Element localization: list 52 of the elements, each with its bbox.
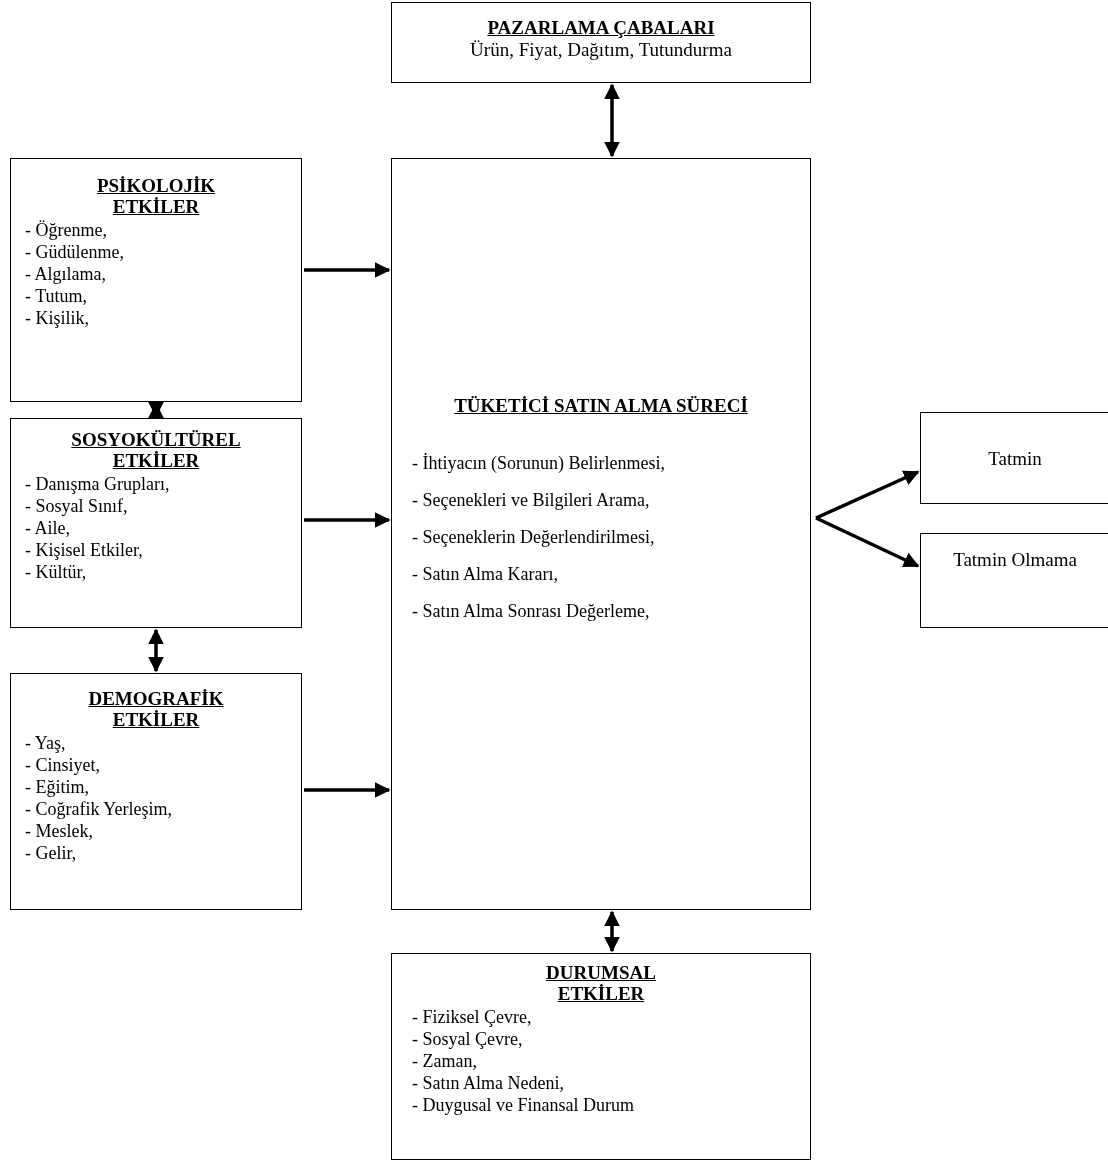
list-item: - Tutum,	[24, 285, 88, 307]
list-item: - Satın Alma Kararı,	[411, 563, 558, 585]
list-item: - Zaman,	[411, 1050, 477, 1072]
list-item: - Algılama,	[24, 263, 106, 285]
factor-box	[391, 2, 811, 83]
arrow	[148, 628, 164, 673]
process-box	[391, 158, 811, 910]
list-item: - Seçeneklerin Değerlendirilmesi,	[411, 526, 655, 548]
list-item: - Kişisel Etkiler,	[24, 539, 143, 561]
list-item: - Güdülenme,	[24, 241, 124, 263]
list-item: - Fiziksel Çevre,	[411, 1006, 532, 1028]
box-heading: TÜKETİCİ SATIN ALMA SÜRECİ	[454, 395, 748, 416]
list-item: - Sosyal Sınıf,	[24, 495, 128, 517]
outcome-label: Tatmin Olmama	[952, 548, 1078, 572]
arrow	[815, 516, 920, 568]
list-item: - Kişilik,	[24, 307, 89, 329]
list-item: - Satın Alma Sonrası Değerleme,	[411, 600, 650, 622]
outcome-box	[920, 533, 1108, 628]
list-item: - Aile,	[24, 517, 70, 539]
box-heading: PSİKOLOJİK ETKİLER	[95, 175, 217, 217]
arrow	[304, 512, 391, 528]
list-item: - Eğitim,	[24, 776, 89, 798]
box-heading: PAZARLAMA ÇABALARI	[487, 17, 715, 38]
list-item: - Yaş,	[24, 732, 66, 754]
list-item: - Cinsiyet,	[24, 754, 100, 776]
box-heading: DURUMSAL ETKİLER	[545, 962, 657, 1004]
list-item: - Seçenekleri ve Bilgileri Arama,	[411, 489, 650, 511]
box-subtitle: Ürün, Fiyat, Dağıtım, Tutundurma	[469, 38, 733, 62]
arrow	[604, 910, 620, 953]
box-heading: SOSYOKÜLTÜREL ETKİLER	[70, 429, 242, 471]
arrow	[148, 401, 164, 419]
list-item: - İhtiyacın (Sorunun) Belirlenmesi,	[411, 452, 665, 474]
arrow	[304, 782, 391, 798]
factor-box	[10, 673, 302, 910]
list-item: - Gelir,	[24, 842, 77, 864]
list-item: - Coğrafik Yerleşim,	[24, 798, 172, 820]
factor-box	[10, 158, 302, 402]
outcome-box	[920, 412, 1108, 504]
box-heading: DEMOGRAFİK ETKİLER	[87, 688, 225, 730]
list-item: - Sosyal Çevre,	[411, 1028, 523, 1050]
list-item: - Öğrenme,	[24, 219, 107, 241]
factor-box	[10, 418, 302, 628]
list-item: - Danışma Grupları,	[24, 473, 170, 495]
arrow	[815, 470, 920, 520]
arrow	[604, 83, 620, 158]
list-item: - Meslek,	[24, 820, 93, 842]
arrow	[304, 262, 391, 278]
list-item: - Duygusal ve Finansal Durum	[411, 1094, 634, 1116]
factor-box	[391, 953, 811, 1160]
list-item: - Satın Alma Nedeni,	[411, 1072, 564, 1094]
outcome-label: Tatmin	[987, 447, 1043, 471]
list-item: - Kültür,	[24, 561, 87, 583]
